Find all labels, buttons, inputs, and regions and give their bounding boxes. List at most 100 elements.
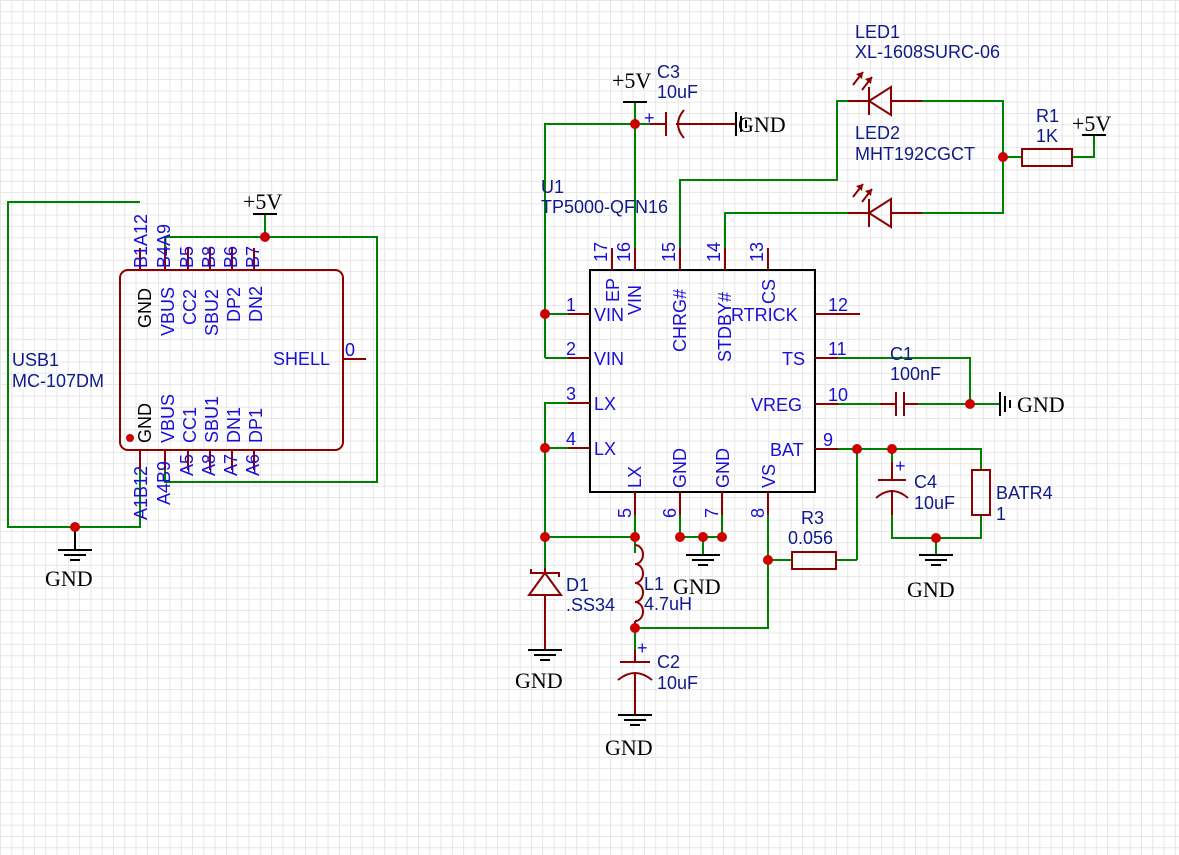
c2-ref: C2 (657, 652, 680, 672)
usb-pin-name: GND (135, 288, 155, 328)
usb-pin-number: B1A12 (131, 214, 151, 268)
u1-pin-name: BAT (770, 440, 804, 460)
r3-value: 0.056 (788, 528, 833, 548)
u1-pin-name: VIN (594, 305, 624, 325)
led2-arrow (865, 189, 872, 196)
u1-pin-number: 9 (823, 430, 833, 450)
u1-pin-number: 11 (828, 339, 847, 359)
u1-pin-name: LX (594, 439, 616, 459)
u1-pin-number: 17 (591, 242, 611, 262)
r1-ref: R1 (1036, 106, 1059, 126)
u1-pin-number: 12 (828, 295, 848, 315)
wire-vin-net (544, 123, 636, 358)
l1-ref: L1 (644, 574, 664, 594)
usb-value: MC-107DM (12, 371, 104, 391)
u1-pin-name: VIN (625, 285, 645, 315)
usb-pin-name: DN2 (246, 286, 266, 322)
junction-dot (540, 532, 550, 542)
led-led2: LED2 MHT192CGCT (848, 123, 975, 229)
inductor-l1: L1 4.7uH (634, 544, 692, 628)
u1-pin-number: 6 (660, 508, 680, 518)
c3-value: 10uF (657, 82, 698, 102)
l1-value: 4.7uH (644, 594, 692, 614)
usb-pin-name: VBUS (158, 394, 178, 443)
junction-dot (931, 533, 941, 543)
usb-pin-name: CC2 (180, 289, 200, 325)
led1-ref: LED1 (855, 22, 900, 42)
c1-ref: C1 (890, 344, 913, 364)
junction-dot (70, 522, 80, 532)
usb-pin-number: A6 (243, 454, 263, 476)
usb-pin-name: VBUS (158, 287, 178, 336)
led2-triangle (867, 197, 892, 229)
capacitor-c4: + C4 10uF (875, 456, 955, 515)
wire-usb-gnd-loop (7, 201, 141, 528)
gnd-label: GND (45, 566, 93, 591)
u1-pin-name: EP (603, 278, 623, 302)
u1-pin-name: CS (759, 279, 779, 304)
wire-chrg (679, 100, 848, 270)
led1-arrow (865, 77, 872, 84)
d1-triangle (527, 571, 563, 596)
usb-pin-name: DP2 (224, 287, 244, 322)
bat-body (971, 469, 991, 516)
u1-pin-number: 5 (615, 508, 635, 518)
resistor-r1: R1 1K (1021, 106, 1073, 167)
led1-triangle (867, 85, 892, 117)
battery-resistor: BATR4 1 (971, 469, 1053, 524)
u1-pin-name: VIN (594, 349, 624, 369)
usb-pin-name: DP1 (246, 408, 266, 443)
junction-dot (698, 532, 708, 542)
led2-ref: LED2 (855, 123, 900, 143)
gnd-label: GND (1017, 392, 1065, 417)
u1-pin-number: 4 (566, 429, 576, 449)
wire-stdby (724, 212, 848, 270)
r1-value: 1K (1036, 126, 1058, 146)
junction-dot (630, 623, 640, 633)
junction-dot (675, 532, 685, 542)
usb-pin-number: A7 (221, 454, 241, 476)
u1-pin-name: CHRG# (670, 289, 690, 352)
led1-value: XL-1608SURC-06 (855, 42, 1000, 62)
led1-arrow (856, 72, 863, 79)
usb-pin-name: SBU2 (202, 289, 222, 336)
ic-u1: 17 16 15 14 13 EP VIN CHRG# STDBY# CS 1 … (541, 177, 860, 518)
wire-usb-vbus-loop (164, 236, 378, 483)
usb-pin-number: B5 (177, 246, 197, 268)
usb-pin-number: A5 (177, 454, 197, 476)
u1-pin-number: 7 (702, 508, 722, 518)
gnd-label: GND (673, 574, 721, 599)
c3-ref: C3 (657, 62, 680, 82)
u1-pin-number: 15 (659, 242, 679, 262)
d1-ref: D1 (566, 575, 589, 595)
usb-pin-name: CC1 (180, 407, 200, 443)
usb-pin-name: SBU1 (202, 396, 222, 443)
gnd-label: GND (907, 577, 955, 602)
usb-pin-number: B7 (243, 246, 263, 268)
u1-pin-number: 1 (566, 295, 576, 315)
junction-dot (540, 443, 550, 453)
bat-ref: BATR4 (996, 483, 1053, 503)
usb-shell-label: SHELL (273, 349, 330, 369)
junction-dot (998, 152, 1008, 162)
wire-ts (815, 357, 971, 404)
usb-pin-number: B6 (221, 246, 241, 268)
vcc-label: +5V (612, 68, 651, 93)
led2-value: MHT192CGCT (855, 144, 975, 164)
usb-connector: B1A12 B4A9 B5 B8 B6 B7 GND VBUS CC2 SBU2… (12, 214, 366, 520)
junction-dot (887, 444, 897, 454)
r1-body (1021, 148, 1073, 167)
usb-pin1-marker (126, 434, 134, 442)
junctions (70, 119, 1008, 633)
usb-pin-name: GND (135, 403, 155, 443)
gnd-label: GND (515, 668, 563, 693)
usb-pin-name: DN1 (224, 407, 244, 443)
junction-dot (630, 532, 640, 542)
u1-pin-number: 14 (704, 242, 724, 262)
vcc-label: +5V (1072, 111, 1111, 136)
r3-ref: R3 (801, 508, 824, 528)
usb-pin-number: B4A9 (154, 224, 174, 268)
u1-value: TP5000-QFN16 (541, 197, 668, 217)
wires (7, 100, 1095, 650)
